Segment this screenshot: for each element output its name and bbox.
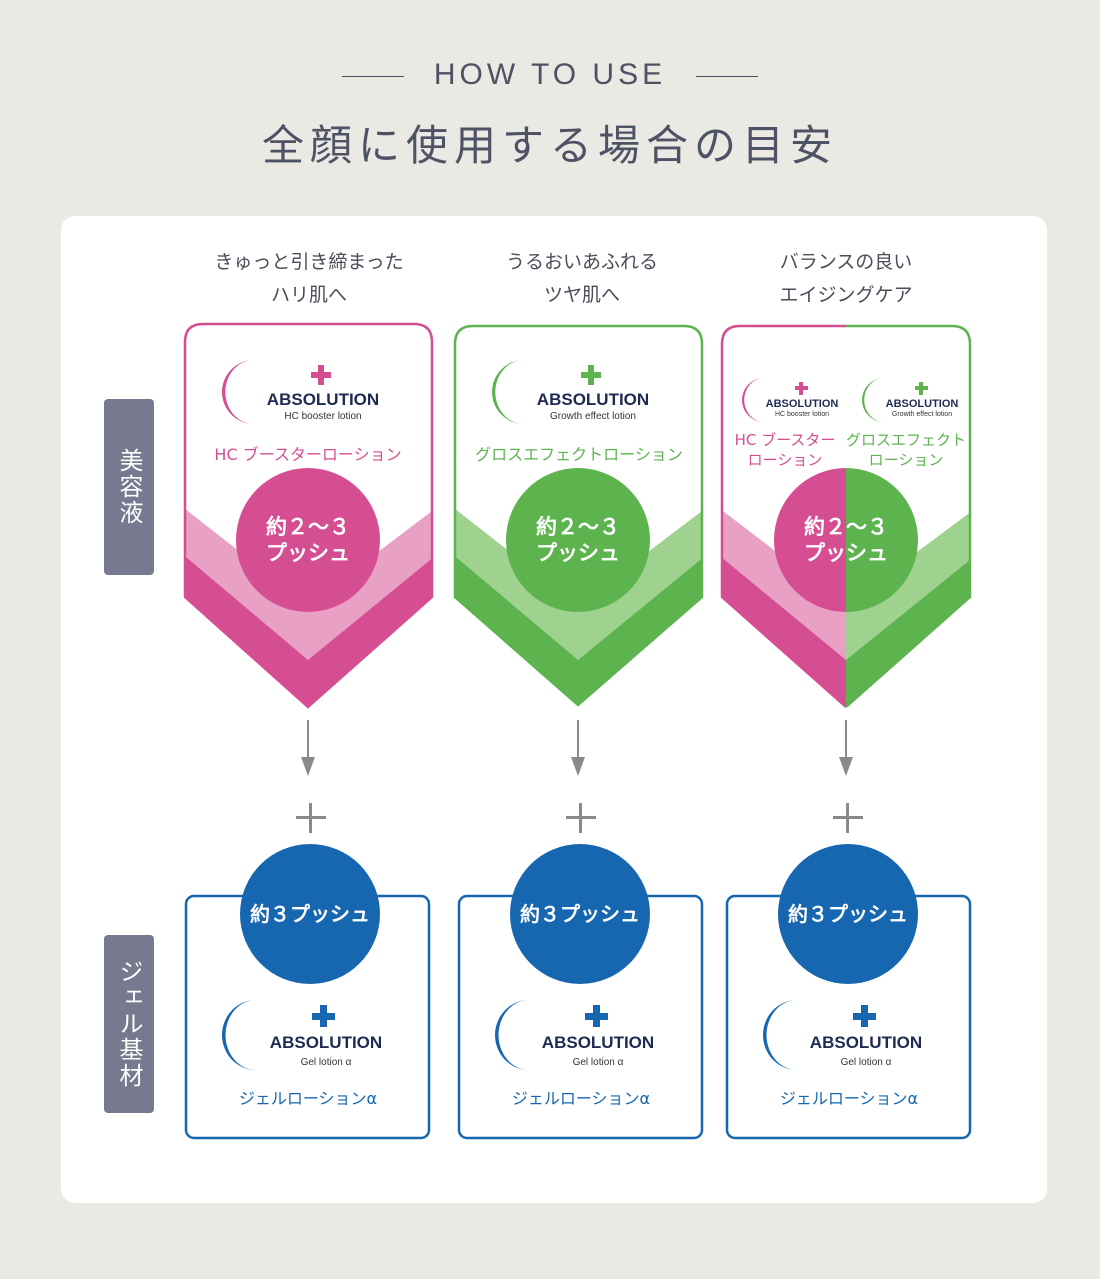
column-3-amount-line1: 約２～３ (804, 515, 888, 539)
column-3-left-name-line1: HC ブースター (734, 431, 836, 449)
column-2-heading: うるおいあふれる ツヤ肌へ (442, 246, 722, 312)
column-3-gel-brand-sub: Gel lotion α (840, 1057, 892, 1068)
column-3-gel-amount: 約３プッシュ (788, 902, 908, 926)
column-3-left-crescent-icon (742, 378, 808, 422)
column-1-brand: ABSOLUTION (266, 390, 380, 409)
serum-side-label: 美容液 (104, 399, 154, 575)
column-1-arrow-down-icon (301, 720, 315, 776)
column-1-plus-icon (296, 803, 326, 833)
column-3-amount-text: 約２～３ プッシュ (774, 514, 918, 566)
column-2-brand-sub: Growth effect lotion (550, 411, 636, 422)
column-2-heading-line1: うるおいあふれる (505, 251, 658, 273)
column-3-right-brand-sub: Growth effect lotion (891, 411, 953, 418)
column-3-gel-amount-circle (778, 844, 918, 984)
column-2-amount-line1: 約２～３ (536, 515, 620, 539)
column-3-left-product-name: HC ブースター ローション (726, 430, 844, 470)
column-1-gel-crescent-icon (222, 1000, 335, 1070)
gel-side-label: ジェル基材 (104, 935, 154, 1113)
column-2-plus-icon (566, 803, 596, 833)
column-3-amount-circle (774, 468, 918, 612)
column-3-left-brand-sub: HC booster lotion (774, 411, 830, 418)
divider-left (341, 75, 404, 77)
column-2-product-name: グロスエフェクトローション (475, 445, 683, 464)
gel-side-label-text: ジェル基材 (115, 959, 143, 1089)
column-3-gel-brand: ABSOLUTION (809, 1033, 923, 1052)
column-3-heading-line1: バランスの良い (779, 251, 913, 273)
serum-side-label-text: 美容液 (115, 448, 143, 526)
column-3-right-crescent-icon (862, 378, 928, 422)
column-1-heading: きゅっと引き締まった ハリ肌へ (169, 246, 449, 312)
column-2-gel-amount: 約３プッシュ (520, 902, 640, 926)
eyebrow-text: HOW TO USE (433, 58, 667, 91)
column-1-gel-name: ジェルローションα (238, 1089, 378, 1108)
column-1-gel-brand: ABSOLUTION (269, 1033, 383, 1052)
column-2-gel-brand: ABSOLUTION (541, 1033, 655, 1052)
column-3-gel-crescent-icon (763, 1000, 876, 1070)
column-1-heading-line1: きゅっと引き締まった (214, 251, 404, 273)
column-3-right-product-name: グロスエフェクト ローション (846, 430, 966, 470)
column-1-heading-line2: ハリ肌へ (270, 284, 347, 306)
column-1-gel-amount-circle (240, 844, 380, 984)
column-3-right-name-line2: ローション (868, 451, 944, 469)
column-3-heading-line2: エイジングケア (779, 284, 913, 306)
column-3-plus-icon (833, 803, 863, 833)
column-2-gel-name: ジェルローションα (511, 1089, 651, 1108)
column-3-left-name-line2: ローション (747, 451, 823, 469)
column-3-right-brand: ABSOLUTION (885, 398, 959, 410)
page-title: 全顔に使用する場合の目安 (261, 121, 838, 170)
column-2-amount-circle (506, 468, 650, 612)
column-2-amount-line2: プッシュ (536, 541, 620, 565)
column-3-right-name-line1: グロスエフェクト (846, 431, 967, 449)
column-1-amount-line2: プッシュ (266, 541, 350, 565)
column-2-crescent-icon (492, 360, 601, 424)
column-2-gel-crescent-icon (495, 1000, 608, 1070)
column-1-amount-circle (236, 468, 380, 612)
column-2-heading-line2: ツヤ肌へ (543, 284, 620, 306)
column-3-arrow-down-icon (839, 720, 853, 776)
column-1-gel-amount: 約３プッシュ (250, 902, 370, 926)
column-3-heading: バランスの良い エイジングケア (706, 246, 986, 312)
column-2-gel-amount-circle (510, 844, 650, 984)
column-2-arrow-down-icon (571, 720, 585, 776)
column-1-crescent-icon (222, 360, 331, 424)
column-1-product-name: HC ブースターローション (214, 445, 402, 464)
column-2-brand: ABSOLUTION (536, 390, 650, 409)
column-2-gel-brand-sub: Gel lotion α (572, 1057, 624, 1068)
column-1-amount-line1: 約２～３ (266, 515, 350, 539)
column-2-amount-text: 約２～３ プッシュ (506, 514, 650, 566)
column-1-gel-brand-sub: Gel lotion α (300, 1057, 352, 1068)
column-1-amount-text: 約２～３ プッシュ (236, 514, 380, 566)
column-3-gel-name: ジェルローションα (779, 1089, 919, 1108)
column-3-amount-line2: プッシュ (804, 541, 888, 565)
section-eyebrow: HOW TO USE (0, 58, 1100, 92)
divider-right (696, 75, 759, 77)
column-1-brand-sub: HC booster lotion (284, 411, 362, 422)
column-3-left-brand: ABSOLUTION (765, 398, 839, 410)
